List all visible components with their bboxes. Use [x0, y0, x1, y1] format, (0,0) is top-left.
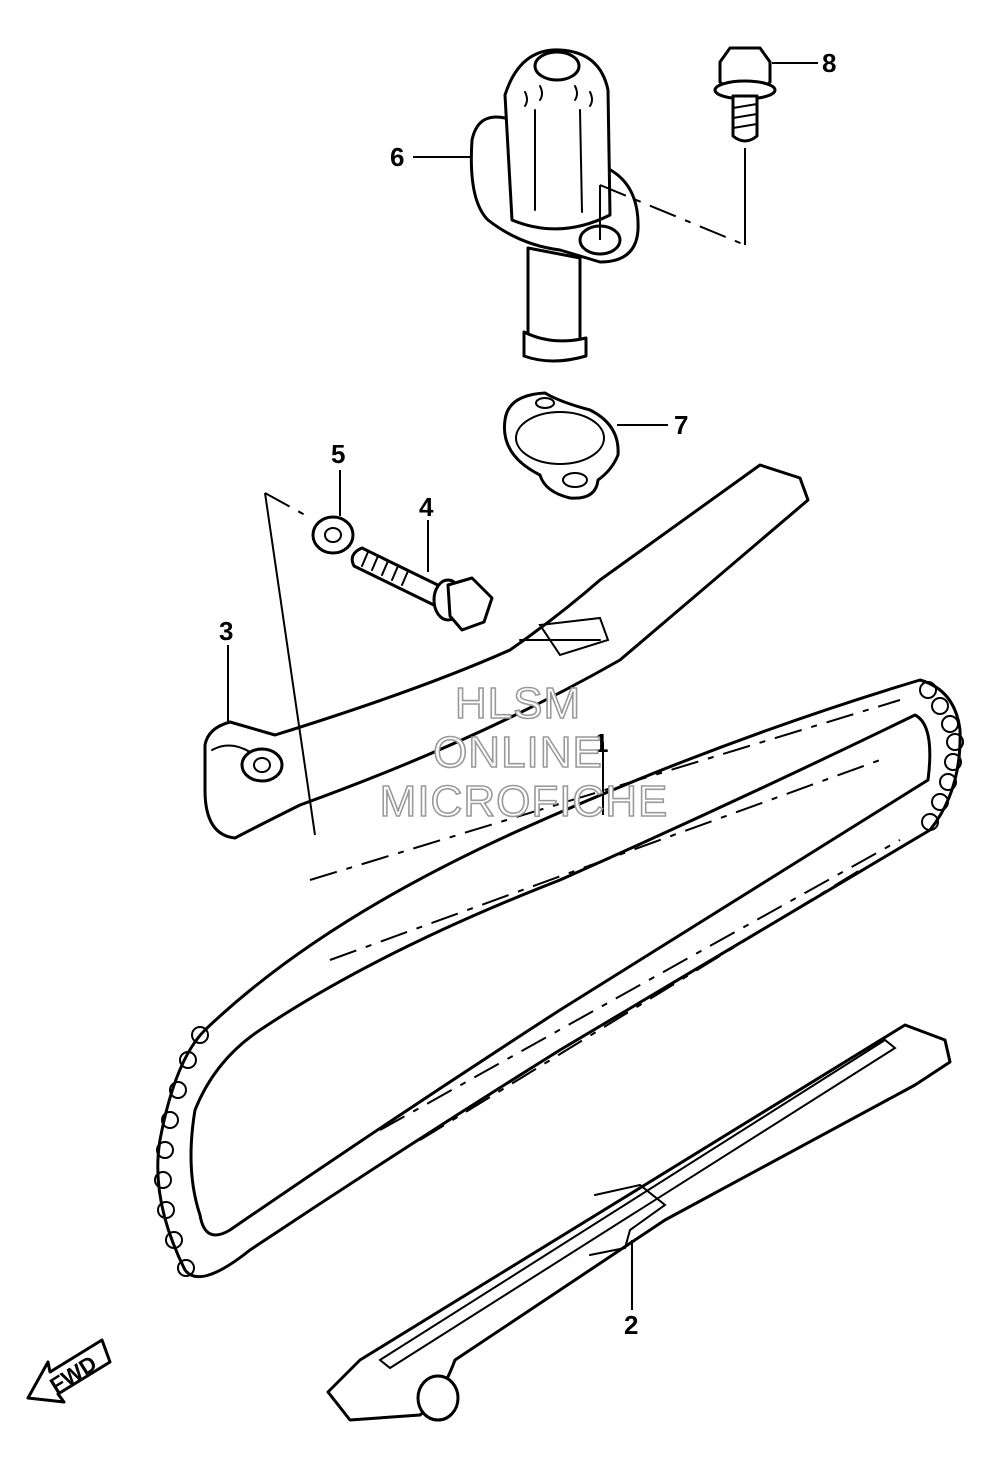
watermark: HLSM ONLINE MICROFICHE — [379, 678, 669, 827]
part-1-cam-chain[interactable] — [154, 678, 964, 1279]
watermark-line-1: HLSM — [455, 679, 581, 728]
part-5-washer[interactable] — [311, 515, 355, 555]
chain-links-left — [154, 1026, 209, 1277]
part-3-tensioner-guide[interactable] — [203, 463, 810, 840]
watermark-line-3: MICROFICHE — [380, 777, 669, 826]
callout-4: 4 — [419, 492, 434, 522]
callout-3: 3 — [219, 616, 233, 646]
callout-2: 2 — [624, 1310, 638, 1340]
fwd-arrow-icon: FWD — [26, 1338, 112, 1404]
callout-7: 7 — [674, 410, 688, 440]
callout-6: 6 — [390, 142, 404, 172]
part-8-bolt[interactable] — [713, 46, 777, 143]
chain-links-right — [919, 681, 964, 831]
callout-1: 1 — [594, 728, 608, 758]
part-6-chain-tensioner[interactable] — [469, 48, 640, 363]
callout-8: 8 — [822, 48, 836, 78]
part-2-chain-guide[interactable] — [326, 1023, 952, 1422]
part-7-gasket[interactable] — [502, 391, 620, 500]
callout-5: 5 — [331, 439, 345, 469]
part-4-bolt[interactable] — [350, 546, 494, 632]
leader-lines — [227, 62, 818, 1310]
watermark-line-2: ONLINE — [433, 728, 603, 777]
